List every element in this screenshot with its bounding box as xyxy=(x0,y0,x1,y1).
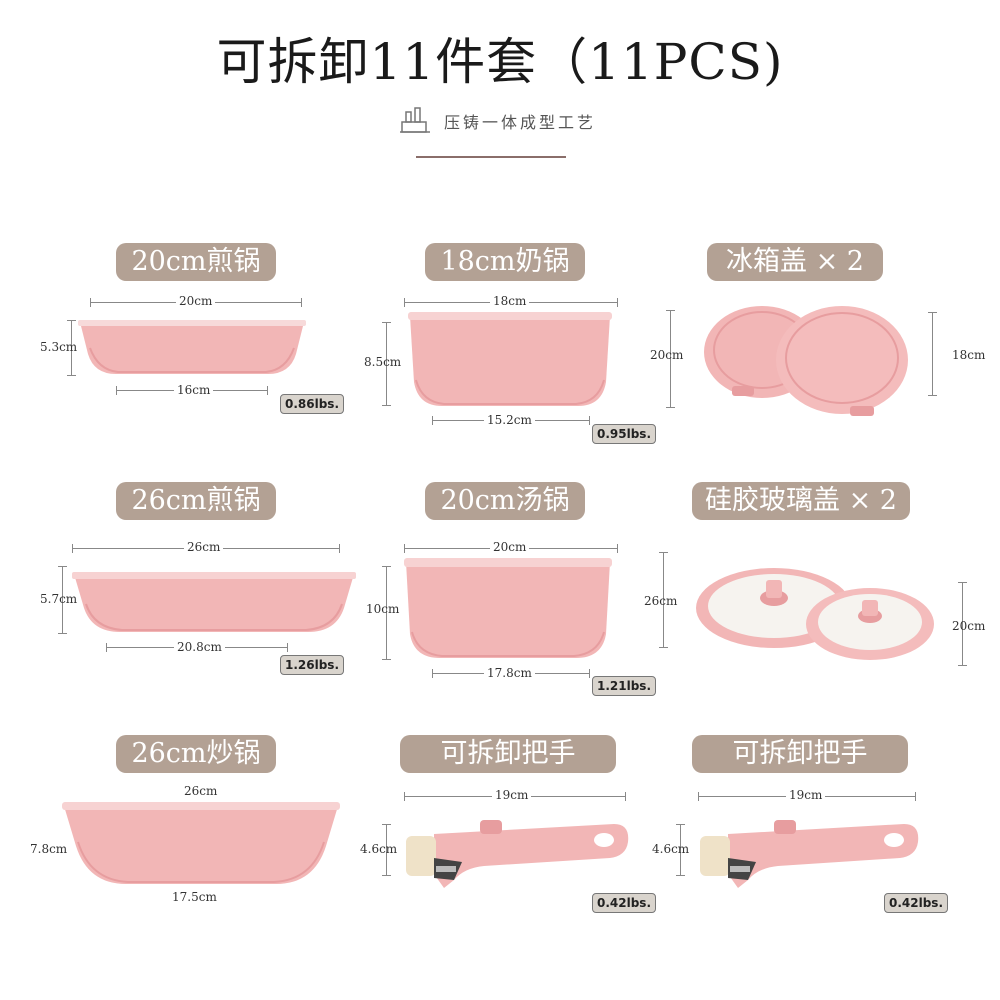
dim-side: 10cm xyxy=(366,602,400,616)
dim-bottom: 20.8cm xyxy=(174,640,225,654)
label-glass-lids: 硅胶玻璃盖 × 2 xyxy=(692,482,910,520)
handle-image xyxy=(406,820,629,888)
weight-badge: 0.42lbs. xyxy=(884,893,949,913)
dim-side: 5.7cm xyxy=(40,592,78,606)
weight-badge: 1.21lbs. xyxy=(592,676,657,696)
dim-bottom: 17.5cm xyxy=(172,890,217,904)
glass-lids-image xyxy=(696,568,934,660)
dim-line xyxy=(67,320,76,376)
label-fridge-lids: 冰箱盖 × 2 xyxy=(707,243,883,281)
dim-line xyxy=(958,582,967,666)
dim-line xyxy=(659,552,668,648)
dim-top: 20cm xyxy=(490,540,530,554)
weight-badge: 0.86lbs. xyxy=(280,394,345,414)
dim-left: 20cm xyxy=(650,348,684,362)
label-26cm-frying-pan: 26cm煎锅 xyxy=(116,482,276,520)
fridge-lids-image xyxy=(704,306,908,416)
weight-badge: 0.42lbs. xyxy=(592,893,657,913)
dim-line xyxy=(58,566,67,634)
dim-line xyxy=(382,566,391,660)
label-20cm-soup-pot: 20cm汤锅 xyxy=(425,482,585,520)
subtitle-divider xyxy=(416,156,566,158)
dim-side: 8.5cm xyxy=(364,355,402,369)
milk-pot-image xyxy=(408,312,612,406)
dim-top: 19cm xyxy=(786,788,826,802)
dim-side: 7.8cm xyxy=(30,842,68,856)
dim-left: 26cm xyxy=(644,594,678,608)
frying-pan-26-image xyxy=(72,572,356,632)
wok-image xyxy=(62,802,340,884)
dim-right: 18cm xyxy=(952,348,986,362)
handle-image xyxy=(700,820,919,888)
dim-top: 19cm xyxy=(492,788,532,802)
dim-bottom: 17.8cm xyxy=(484,666,535,680)
dim-line xyxy=(928,312,937,396)
dim-line xyxy=(666,310,675,408)
weight-badge: 0.95lbs. xyxy=(592,424,657,444)
dim-side: 5.3cm xyxy=(40,340,78,354)
dim-right: 20cm xyxy=(952,619,986,633)
label-18cm-milk-pot: 18cm奶锅 xyxy=(425,243,585,281)
dim-top: 18cm xyxy=(490,294,530,308)
page-title: 可拆卸11件套（11PCS) xyxy=(216,33,784,91)
label-detachable-handle: 可拆卸把手 xyxy=(692,735,908,773)
subtitle: 压铸一体成型工艺 xyxy=(398,106,596,136)
label-26cm-wok: 26cm炒锅 xyxy=(116,735,276,773)
factory-icon xyxy=(400,107,430,133)
label-20cm-frying-pan: 20cm煎锅 xyxy=(116,243,276,281)
dim-top: 20cm xyxy=(176,294,216,308)
frying-pan-20-image xyxy=(78,320,306,374)
label-detachable-handle: 可拆卸把手 xyxy=(400,735,616,773)
dim-top: 26cm xyxy=(184,540,224,554)
dim-line xyxy=(382,824,391,876)
dim-line xyxy=(382,322,391,406)
dim-bottom: 16cm xyxy=(174,383,214,397)
dim-line xyxy=(676,824,685,876)
weight-badge: 1.26lbs. xyxy=(280,655,345,675)
dim-side: 4.6cm xyxy=(360,842,398,856)
dim-bottom: 15.2cm xyxy=(484,413,535,427)
dim-top: 26cm xyxy=(184,784,218,798)
subtitle-text: 压铸一体成型工艺 xyxy=(444,113,597,132)
soup-pot-image xyxy=(404,558,612,658)
dim-side: 4.6cm xyxy=(652,842,690,856)
